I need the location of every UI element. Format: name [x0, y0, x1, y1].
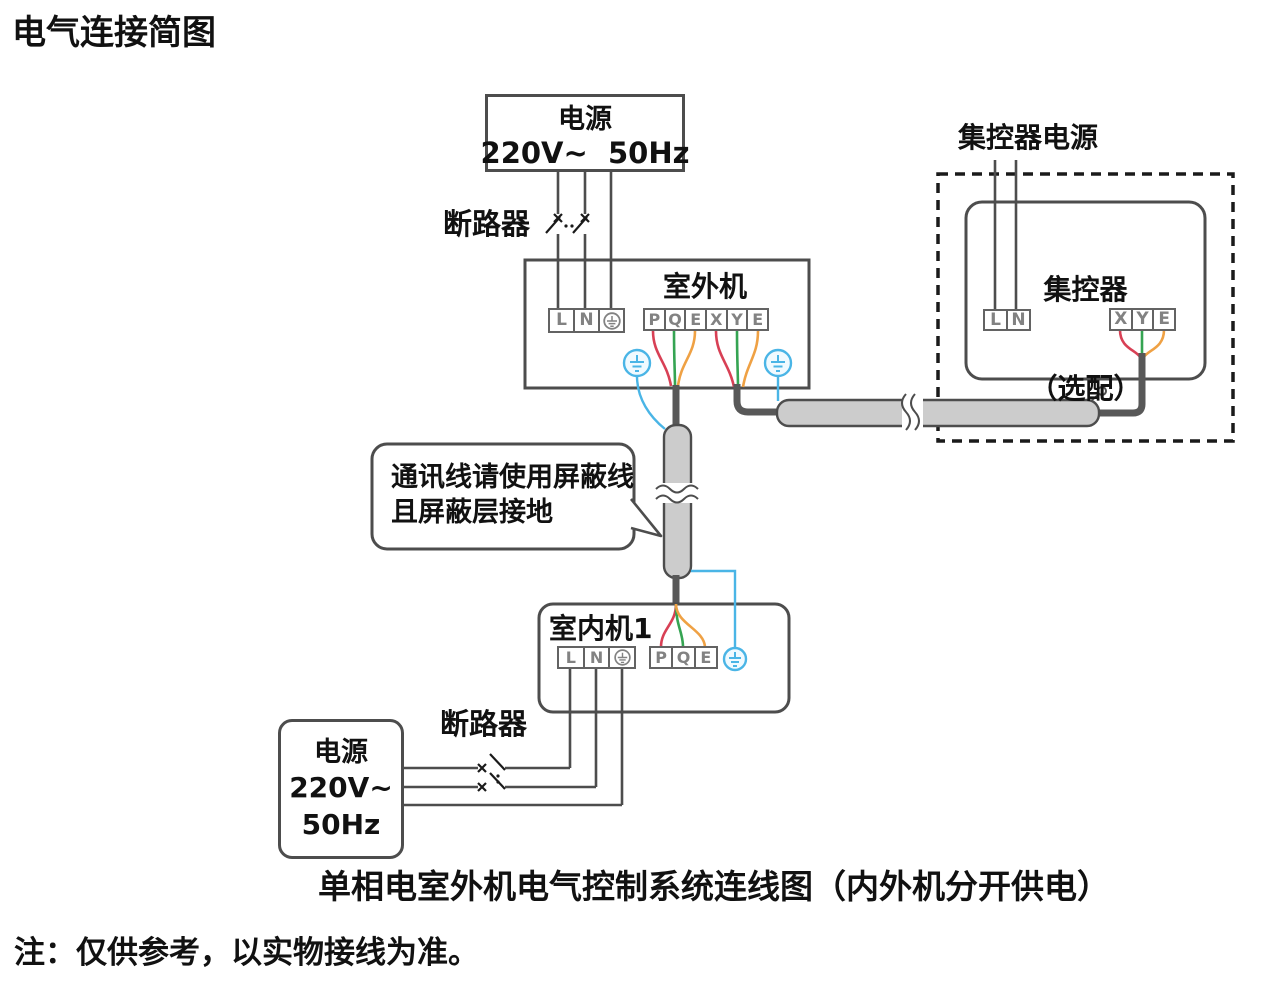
shielded-cable-horizontal — [775, 398, 1101, 428]
outdoor-power-label: 电源 — [558, 103, 612, 135]
shield-ground-wire-indoor — [691, 569, 737, 648]
indoor-wire-e-orange — [674, 603, 707, 648]
indoor-power-frequency: 50Hz — [301, 807, 381, 841]
page-title: 电气连接简图 — [12, 13, 216, 53]
cable-break-horizontal — [901, 393, 923, 432]
outdoor-power-terminal-block: L N — [548, 308, 625, 333]
indoor-comm-terminal-block: P Q E — [649, 646, 718, 669]
outdoor-wire-q-green — [672, 330, 677, 387]
indoor-power-verticals — [568, 667, 624, 805]
comm-cable-outdoor-end — [733, 384, 782, 416]
shield-ground-icon — [722, 646, 748, 672]
terminal-n: N — [573, 310, 598, 331]
cable-break-vertical — [655, 483, 699, 504]
terminal-q: Q — [671, 648, 693, 667]
shield-drain-pin — [1097, 386, 1107, 396]
terminal-l: L — [990, 309, 1001, 330]
outdoor-power-rating: 220V~ 50Hz — [480, 135, 690, 170]
bubble-text-line2: 且屏蔽层接地 — [391, 497, 553, 528]
indoor-power-voltage: 220V~ — [289, 771, 393, 805]
controller-box — [964, 200, 1207, 381]
diagram-note: 注：仅供参考，以实物接线为准。 — [14, 935, 479, 971]
controller-name: 集控器 （选配） — [966, 207, 1205, 438]
shield-ground-wire-left — [635, 375, 666, 430]
terminal-x: X — [1114, 309, 1128, 329]
diagram-caption: 单相电室外机电气控制系统连线图（内外机分开供电） — [318, 867, 1110, 906]
outdoor-wire-x-red — [714, 330, 736, 388]
breaker-top-symbol — [545, 213, 590, 234]
shield-ground-icon — [622, 348, 652, 378]
terminal-n: N — [582, 648, 609, 667]
terminal-p: P — [648, 309, 661, 329]
terminal-n: N — [1006, 311, 1029, 329]
breaker-bottom-symbol — [477, 753, 506, 792]
outdoor-wire-y-green — [735, 330, 740, 388]
controller-option-line2: （选配） — [1029, 372, 1142, 406]
terminal-q: Q — [663, 310, 685, 329]
outdoor-comm-terminal-block: P Q E X Y E — [643, 308, 769, 331]
outdoor-wire-e-orange — [676, 330, 697, 387]
indoor-power-terminal-block: L N — [557, 646, 636, 669]
breaker-link-dot — [564, 224, 568, 228]
shield-drain-wire — [1090, 393, 1100, 402]
outdoor-wire-p-red — [651, 330, 673, 387]
terminal-e: E — [684, 310, 705, 329]
controller-optional-dashed-box — [936, 172, 1235, 443]
outdoor-wire-e2-orange — [741, 330, 760, 388]
terminal-x: X — [705, 310, 726, 329]
terminal-l: L — [565, 647, 576, 667]
terminal-l: L — [556, 310, 567, 330]
controller-name-line1: 集控器 — [1043, 273, 1128, 307]
terminal-e: E — [693, 648, 716, 667]
breaker-link-dot — [570, 224, 574, 228]
breaker-top-label: 断路器 — [443, 207, 531, 241]
controller-power-terminal-block: L N — [983, 309, 1031, 331]
comm-cable-controller-end — [1099, 353, 1146, 417]
terminal-y: Y — [725, 310, 747, 329]
earth-terminal-icon — [598, 310, 623, 331]
outdoor-unit-label: 室外机 — [663, 270, 748, 303]
terminal-e2: E — [746, 310, 767, 329]
indoor-power-supply-box: 电源 220V~ 50Hz — [278, 719, 404, 859]
terminal-e: E — [1152, 310, 1174, 329]
breaker-bottom-label: 断路器 — [440, 707, 528, 741]
controller-power-label: 集控器电源 — [958, 121, 1099, 154]
indoor-unit-label: 室内机1 — [549, 612, 653, 645]
earth-terminal-icon — [608, 648, 634, 667]
breaker-link-dot — [496, 780, 500, 784]
terminal-p: P — [655, 647, 668, 667]
indoor-power-label: 电源 — [314, 737, 368, 769]
breaker-link-dot — [496, 774, 500, 778]
bubble-text-line1: 通讯线请使用屏蔽线 — [391, 462, 634, 493]
outdoor-power-supply-box: 电源 220V~ 50Hz — [481, 94, 690, 172]
speech-bubble — [370, 442, 663, 551]
shield-ground-icon — [763, 348, 793, 378]
terminal-y: Y — [1130, 310, 1153, 329]
controller-comm-terminal-block: X Y E — [1109, 308, 1176, 331]
